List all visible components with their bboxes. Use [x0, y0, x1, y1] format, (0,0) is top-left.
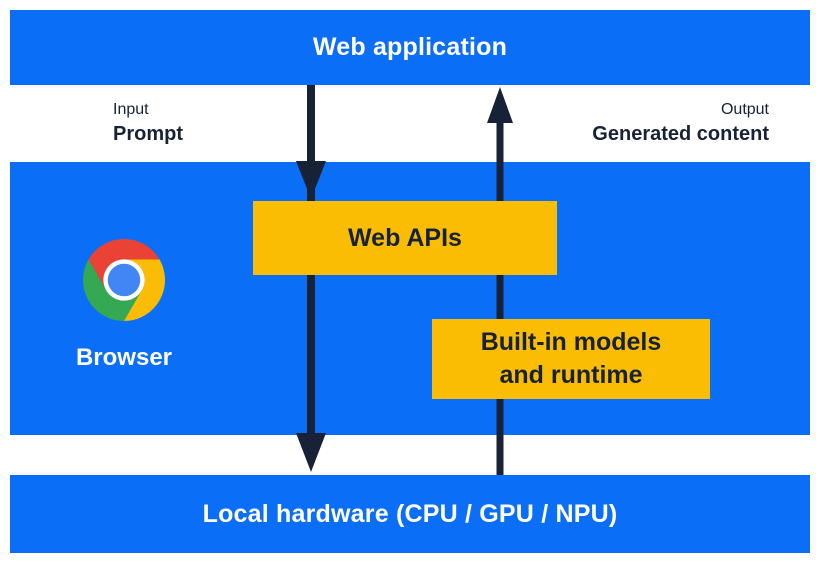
- web-application-label: Web application: [312, 33, 508, 61]
- chrome-logo-icon: [83, 239, 165, 321]
- local-hardware-bar: Local hardware (CPU / GPU / NPU): [10, 475, 810, 553]
- local-hardware-label: Local hardware (CPU / GPU / NPU): [202, 499, 618, 528]
- chrome-red-segment: [88, 239, 160, 291]
- builtin-models-label-line2: and runtime: [499, 361, 643, 389]
- browser-label: Browser: [75, 344, 173, 371]
- chrome-blue-center: [107, 263, 141, 297]
- chrome-green-segment: [83, 259, 142, 321]
- generated-content-label: Generated content: [592, 123, 769, 145]
- input-label: Input: [113, 101, 149, 118]
- output-label-group: Output Generated content: [592, 99, 769, 147]
- chrome-yellow-segment: [124, 259, 165, 321]
- builtin-models-label-line1: Built-in models: [480, 328, 662, 356]
- browser-group: Browser: [44, 239, 204, 372]
- builtin-models-box: Built-in models and runtime: [432, 319, 710, 399]
- output-label: Output: [720, 101, 769, 118]
- prompt-label: Prompt: [113, 123, 183, 145]
- web-application-bar: Web application: [10, 10, 810, 85]
- input-label-group: Input Prompt: [113, 99, 183, 147]
- web-apis-box: Web APIs: [253, 201, 557, 275]
- web-apis-label: Web APIs: [348, 223, 462, 252]
